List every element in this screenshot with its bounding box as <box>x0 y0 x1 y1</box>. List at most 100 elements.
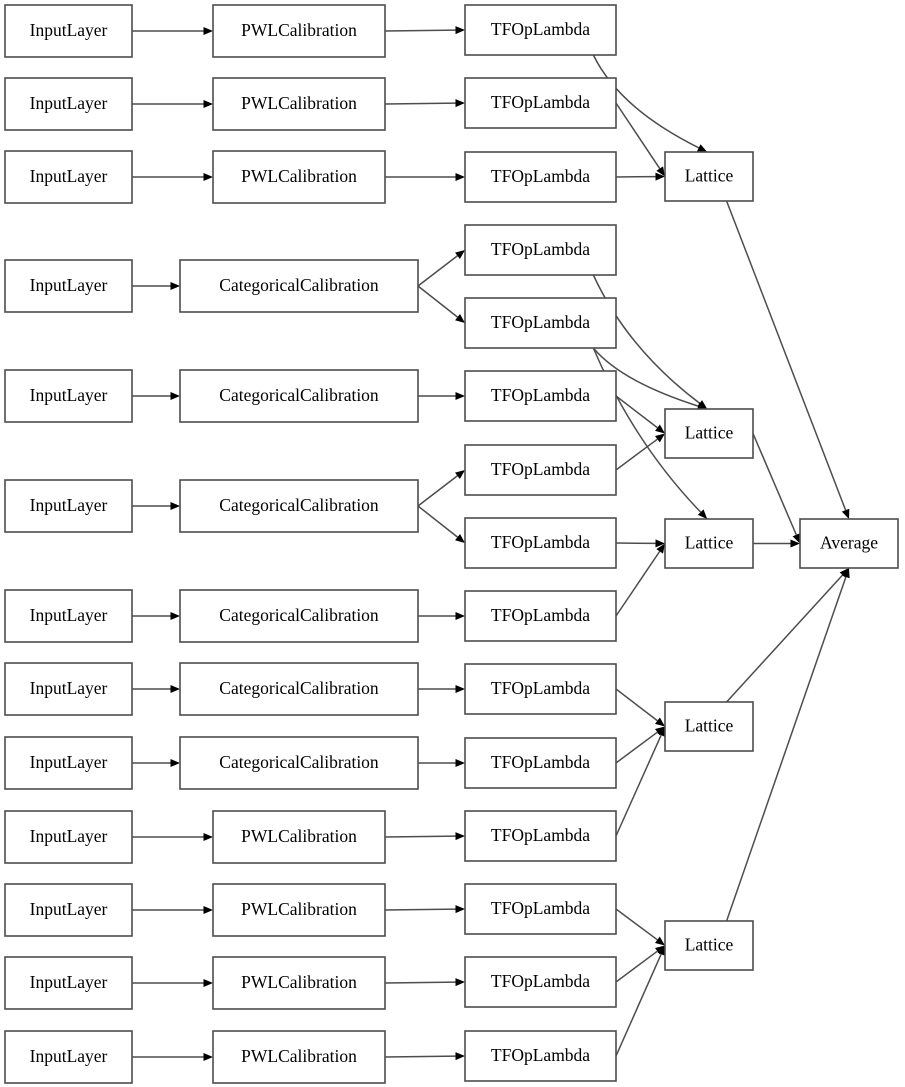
node-lattice-lat1[interactable]: Lattice <box>664 151 754 202</box>
node-box[interactable] <box>4 736 133 790</box>
node-inputlayer-in8[interactable]: InputLayer <box>4 662 133 716</box>
node-box[interactable] <box>464 517 617 569</box>
node-tfoplambda-tf12[interactable]: TFOpLambda <box>464 810 617 862</box>
node-lattice-lat5[interactable]: Lattice <box>664 920 754 971</box>
node-box[interactable] <box>464 590 617 642</box>
node-box[interactable] <box>664 701 754 752</box>
node-lattice-lat2[interactable]: Lattice <box>664 408 754 459</box>
node-tfoplambda-tf6[interactable]: TFOpLambda <box>464 370 617 422</box>
node-box[interactable] <box>4 810 133 864</box>
node-pwlcalibration-cal2[interactable]: PWLCalibration <box>212 77 386 131</box>
node-inputlayer-in9[interactable]: InputLayer <box>4 736 133 790</box>
node-box[interactable] <box>664 151 754 202</box>
node-tfoplambda-tf15[interactable]: TFOpLambda <box>464 1030 617 1082</box>
node-tfoplambda-tf2[interactable]: TFOpLambda <box>464 77 617 129</box>
node-tfoplambda-tf1[interactable]: TFOpLambda <box>464 4 617 56</box>
node-box[interactable] <box>4 259 133 313</box>
node-box[interactable] <box>464 370 617 422</box>
node-pwlcalibration-cal3[interactable]: PWLCalibration <box>212 150 386 204</box>
node-average-avg[interactable]: Average <box>799 518 899 569</box>
node-box[interactable] <box>212 77 386 131</box>
arrowhead-icon <box>455 1052 465 1061</box>
node-inputlayer-in3[interactable]: InputLayer <box>4 150 133 204</box>
node-box[interactable] <box>4 369 133 423</box>
node-box[interactable] <box>464 663 617 715</box>
node-box[interactable] <box>212 1030 386 1084</box>
node-inputlayer-in2[interactable]: InputLayer <box>4 77 133 131</box>
node-lattice-lat4[interactable]: Lattice <box>664 701 754 752</box>
node-box[interactable] <box>464 1030 617 1082</box>
arrowhead-icon <box>697 509 708 519</box>
node-box[interactable] <box>4 589 133 643</box>
node-box[interactable] <box>4 956 133 1010</box>
node-box[interactable] <box>464 224 617 276</box>
node-tfoplambda-tf10[interactable]: TFOpLambda <box>464 663 617 715</box>
node-tfoplambda-tf11[interactable]: TFOpLambda <box>464 737 617 789</box>
node-categoricalcalibration-cal4[interactable]: CategoricalCalibration <box>179 259 419 313</box>
node-box[interactable] <box>464 4 617 56</box>
node-box[interactable] <box>464 151 617 203</box>
node-inputlayer-in13[interactable]: InputLayer <box>4 1030 133 1084</box>
node-box[interactable] <box>4 77 133 131</box>
node-tfoplambda-tf3[interactable]: TFOpLambda <box>464 151 617 203</box>
node-inputlayer-in7[interactable]: InputLayer <box>4 589 133 643</box>
node-box[interactable] <box>179 259 419 313</box>
node-tfoplambda-tf9[interactable]: TFOpLambda <box>464 590 617 642</box>
node-tfoplambda-tf14[interactable]: TFOpLambda <box>464 956 617 1008</box>
node-pwlcalibration-cal1[interactable]: PWLCalibration <box>212 4 386 58</box>
node-box[interactable] <box>664 920 754 971</box>
node-tfoplambda-tf13[interactable]: TFOpLambda <box>464 883 617 935</box>
node-box[interactable] <box>179 662 419 716</box>
node-pwlcalibration-cal10[interactable]: PWLCalibration <box>212 810 386 864</box>
node-pwlcalibration-cal13[interactable]: PWLCalibration <box>212 1030 386 1084</box>
node-inputlayer-in12[interactable]: InputLayer <box>4 956 133 1010</box>
node-box[interactable] <box>179 369 419 423</box>
node-box[interactable] <box>464 297 617 349</box>
node-tfoplambda-tf5[interactable]: TFOpLambda <box>464 297 617 349</box>
node-inputlayer-in10[interactable]: InputLayer <box>4 810 133 864</box>
node-tfoplambda-tf8[interactable]: TFOpLambda <box>464 517 617 569</box>
node-inputlayer-in5[interactable]: InputLayer <box>4 369 133 423</box>
node-box[interactable] <box>212 810 386 864</box>
node-inputlayer-in11[interactable]: InputLayer <box>4 883 133 937</box>
node-inputlayer-in1[interactable]: InputLayer <box>4 4 133 58</box>
node-box[interactable] <box>464 956 617 1008</box>
node-box[interactable] <box>4 1030 133 1084</box>
node-pwlcalibration-cal11[interactable]: PWLCalibration <box>212 883 386 937</box>
node-categoricalcalibration-cal9[interactable]: CategoricalCalibration <box>179 736 419 790</box>
node-box[interactable] <box>464 737 617 789</box>
node-box[interactable] <box>212 883 386 937</box>
node-box[interactable] <box>212 4 386 58</box>
node-box[interactable] <box>212 956 386 1010</box>
arrowhead-icon <box>455 392 465 400</box>
node-box[interactable] <box>4 150 133 204</box>
node-box[interactable] <box>464 77 617 129</box>
node-box[interactable] <box>4 883 133 937</box>
node-box[interactable] <box>664 518 754 569</box>
node-pwlcalibration-cal12[interactable]: PWLCalibration <box>212 956 386 1010</box>
node-box[interactable] <box>179 589 419 643</box>
node-box[interactable] <box>4 4 133 58</box>
node-categoricalcalibration-cal7[interactable]: CategoricalCalibration <box>179 589 419 643</box>
node-box[interactable] <box>179 479 419 533</box>
node-box[interactable] <box>4 479 133 533</box>
node-box[interactable] <box>4 662 133 716</box>
node-box[interactable] <box>799 518 899 569</box>
node-inputlayer-in6[interactable]: InputLayer <box>4 479 133 533</box>
node-box[interactable] <box>464 883 617 935</box>
edge-pwlcalibration-to-tfoplambda <box>384 908 456 911</box>
node-categoricalcalibration-cal5[interactable]: CategoricalCalibration <box>179 369 419 423</box>
node-box[interactable] <box>212 150 386 204</box>
node-tfoplambda-tf4[interactable]: TFOpLambda <box>464 224 617 276</box>
arrowhead-icon <box>455 250 465 259</box>
node-inputlayer-in4[interactable]: InputLayer <box>4 259 133 313</box>
node-box[interactable] <box>464 444 617 496</box>
node-box[interactable] <box>179 736 419 790</box>
node-tfoplambda-tf7[interactable]: TFOpLambda <box>464 444 617 496</box>
node-categoricalcalibration-cal8[interactable]: CategoricalCalibration <box>179 662 419 716</box>
node-lattice-lat3[interactable]: Lattice <box>664 518 754 569</box>
node-categoricalcalibration-cal6[interactable]: CategoricalCalibration <box>179 479 419 533</box>
node-box[interactable] <box>464 810 617 862</box>
arrowhead-icon <box>654 945 665 955</box>
node-box[interactable] <box>664 408 754 459</box>
